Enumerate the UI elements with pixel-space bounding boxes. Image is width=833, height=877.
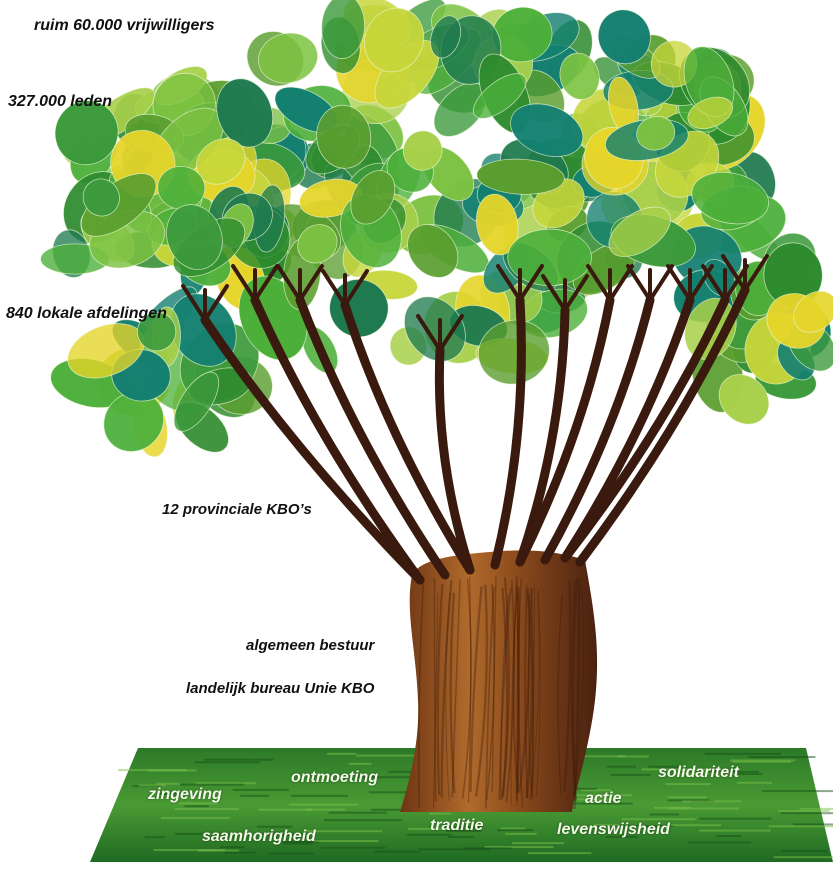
grass-streak — [774, 856, 833, 858]
board-label: algemeen bestuur — [246, 638, 374, 653]
grass-streak — [607, 766, 636, 768]
grass-streak — [225, 852, 257, 854]
grass-streak — [650, 814, 680, 816]
grass-streak — [154, 849, 225, 851]
grass-streak — [671, 824, 721, 826]
grass-streak — [654, 807, 691, 809]
grass-streak — [313, 840, 378, 842]
grass-streak — [419, 848, 491, 850]
grass-streak — [329, 812, 388, 814]
grass-streak — [220, 846, 245, 848]
twig — [650, 266, 672, 300]
grass-streak — [528, 852, 592, 854]
value-traditie: traditie — [430, 818, 483, 834]
grass-streak — [737, 782, 772, 784]
grass-streak — [665, 783, 711, 785]
grass-streak — [781, 850, 828, 852]
value-zingeving: zingeving — [148, 787, 222, 803]
grass-streak — [407, 834, 452, 836]
grass-streak — [497, 829, 533, 831]
grass-streak — [699, 818, 771, 820]
grass-streak — [769, 825, 833, 827]
grass-streak — [448, 836, 474, 838]
local-branches-label: 840 lokale afdelingen — [6, 306, 167, 322]
grass-streak — [430, 813, 451, 815]
grass-streak — [618, 756, 649, 758]
grass-streak — [349, 763, 372, 765]
grass-streak — [289, 804, 358, 806]
grass-streak — [699, 830, 770, 832]
grass-streak — [240, 795, 269, 797]
grass-streak — [175, 833, 204, 835]
grass-streak — [611, 774, 651, 776]
grass-streak — [291, 795, 348, 797]
grass-streak — [762, 790, 833, 792]
grass-streak — [175, 808, 239, 810]
grass-streak — [688, 842, 751, 844]
grass-streak — [799, 808, 833, 810]
grass-streak — [194, 761, 260, 763]
grass-streak — [781, 812, 833, 814]
grass-streak — [682, 800, 741, 802]
grass-streak — [161, 817, 230, 819]
grass-streak — [157, 783, 180, 785]
grass-streak — [145, 836, 166, 838]
grass-streak — [258, 809, 313, 811]
value-levenswijsheid: levenswijsheid — [557, 822, 670, 838]
value-ontmoeting: ontmoeting — [291, 770, 378, 786]
grass-streak — [793, 823, 833, 825]
grass-streak — [749, 756, 816, 758]
grass-streak — [505, 833, 536, 835]
grass-streak — [269, 853, 314, 855]
grass-streak — [324, 819, 402, 821]
grass-streak — [118, 769, 187, 771]
provincial-label: 12 provinciale KBO’s — [162, 502, 312, 517]
value-saamhorigheid: saamhorigheid — [202, 829, 316, 845]
grass-streak — [327, 753, 356, 755]
grass-streak — [233, 789, 289, 791]
grass-streak — [705, 753, 782, 755]
bureau-label: landelijk bureau Unie KBO — [186, 681, 374, 696]
grass-streak — [373, 851, 419, 853]
grass-streak — [622, 818, 696, 820]
tree-trunk — [400, 550, 597, 812]
members-label: 327.000 leden — [8, 94, 112, 110]
value-solidariteit: solidariteit — [658, 765, 739, 781]
grass-streak — [184, 805, 209, 807]
grass-streak — [204, 759, 274, 761]
value-actie: actie — [585, 791, 621, 807]
grass-streak — [512, 842, 564, 844]
grass-streak — [730, 759, 795, 761]
grass-streak — [778, 810, 830, 812]
grass-streak — [668, 796, 706, 798]
grass-streak — [321, 847, 386, 849]
volunteers-label: ruim 60.000 vrijwilligers — [34, 18, 215, 34]
grass-streak — [716, 835, 741, 837]
